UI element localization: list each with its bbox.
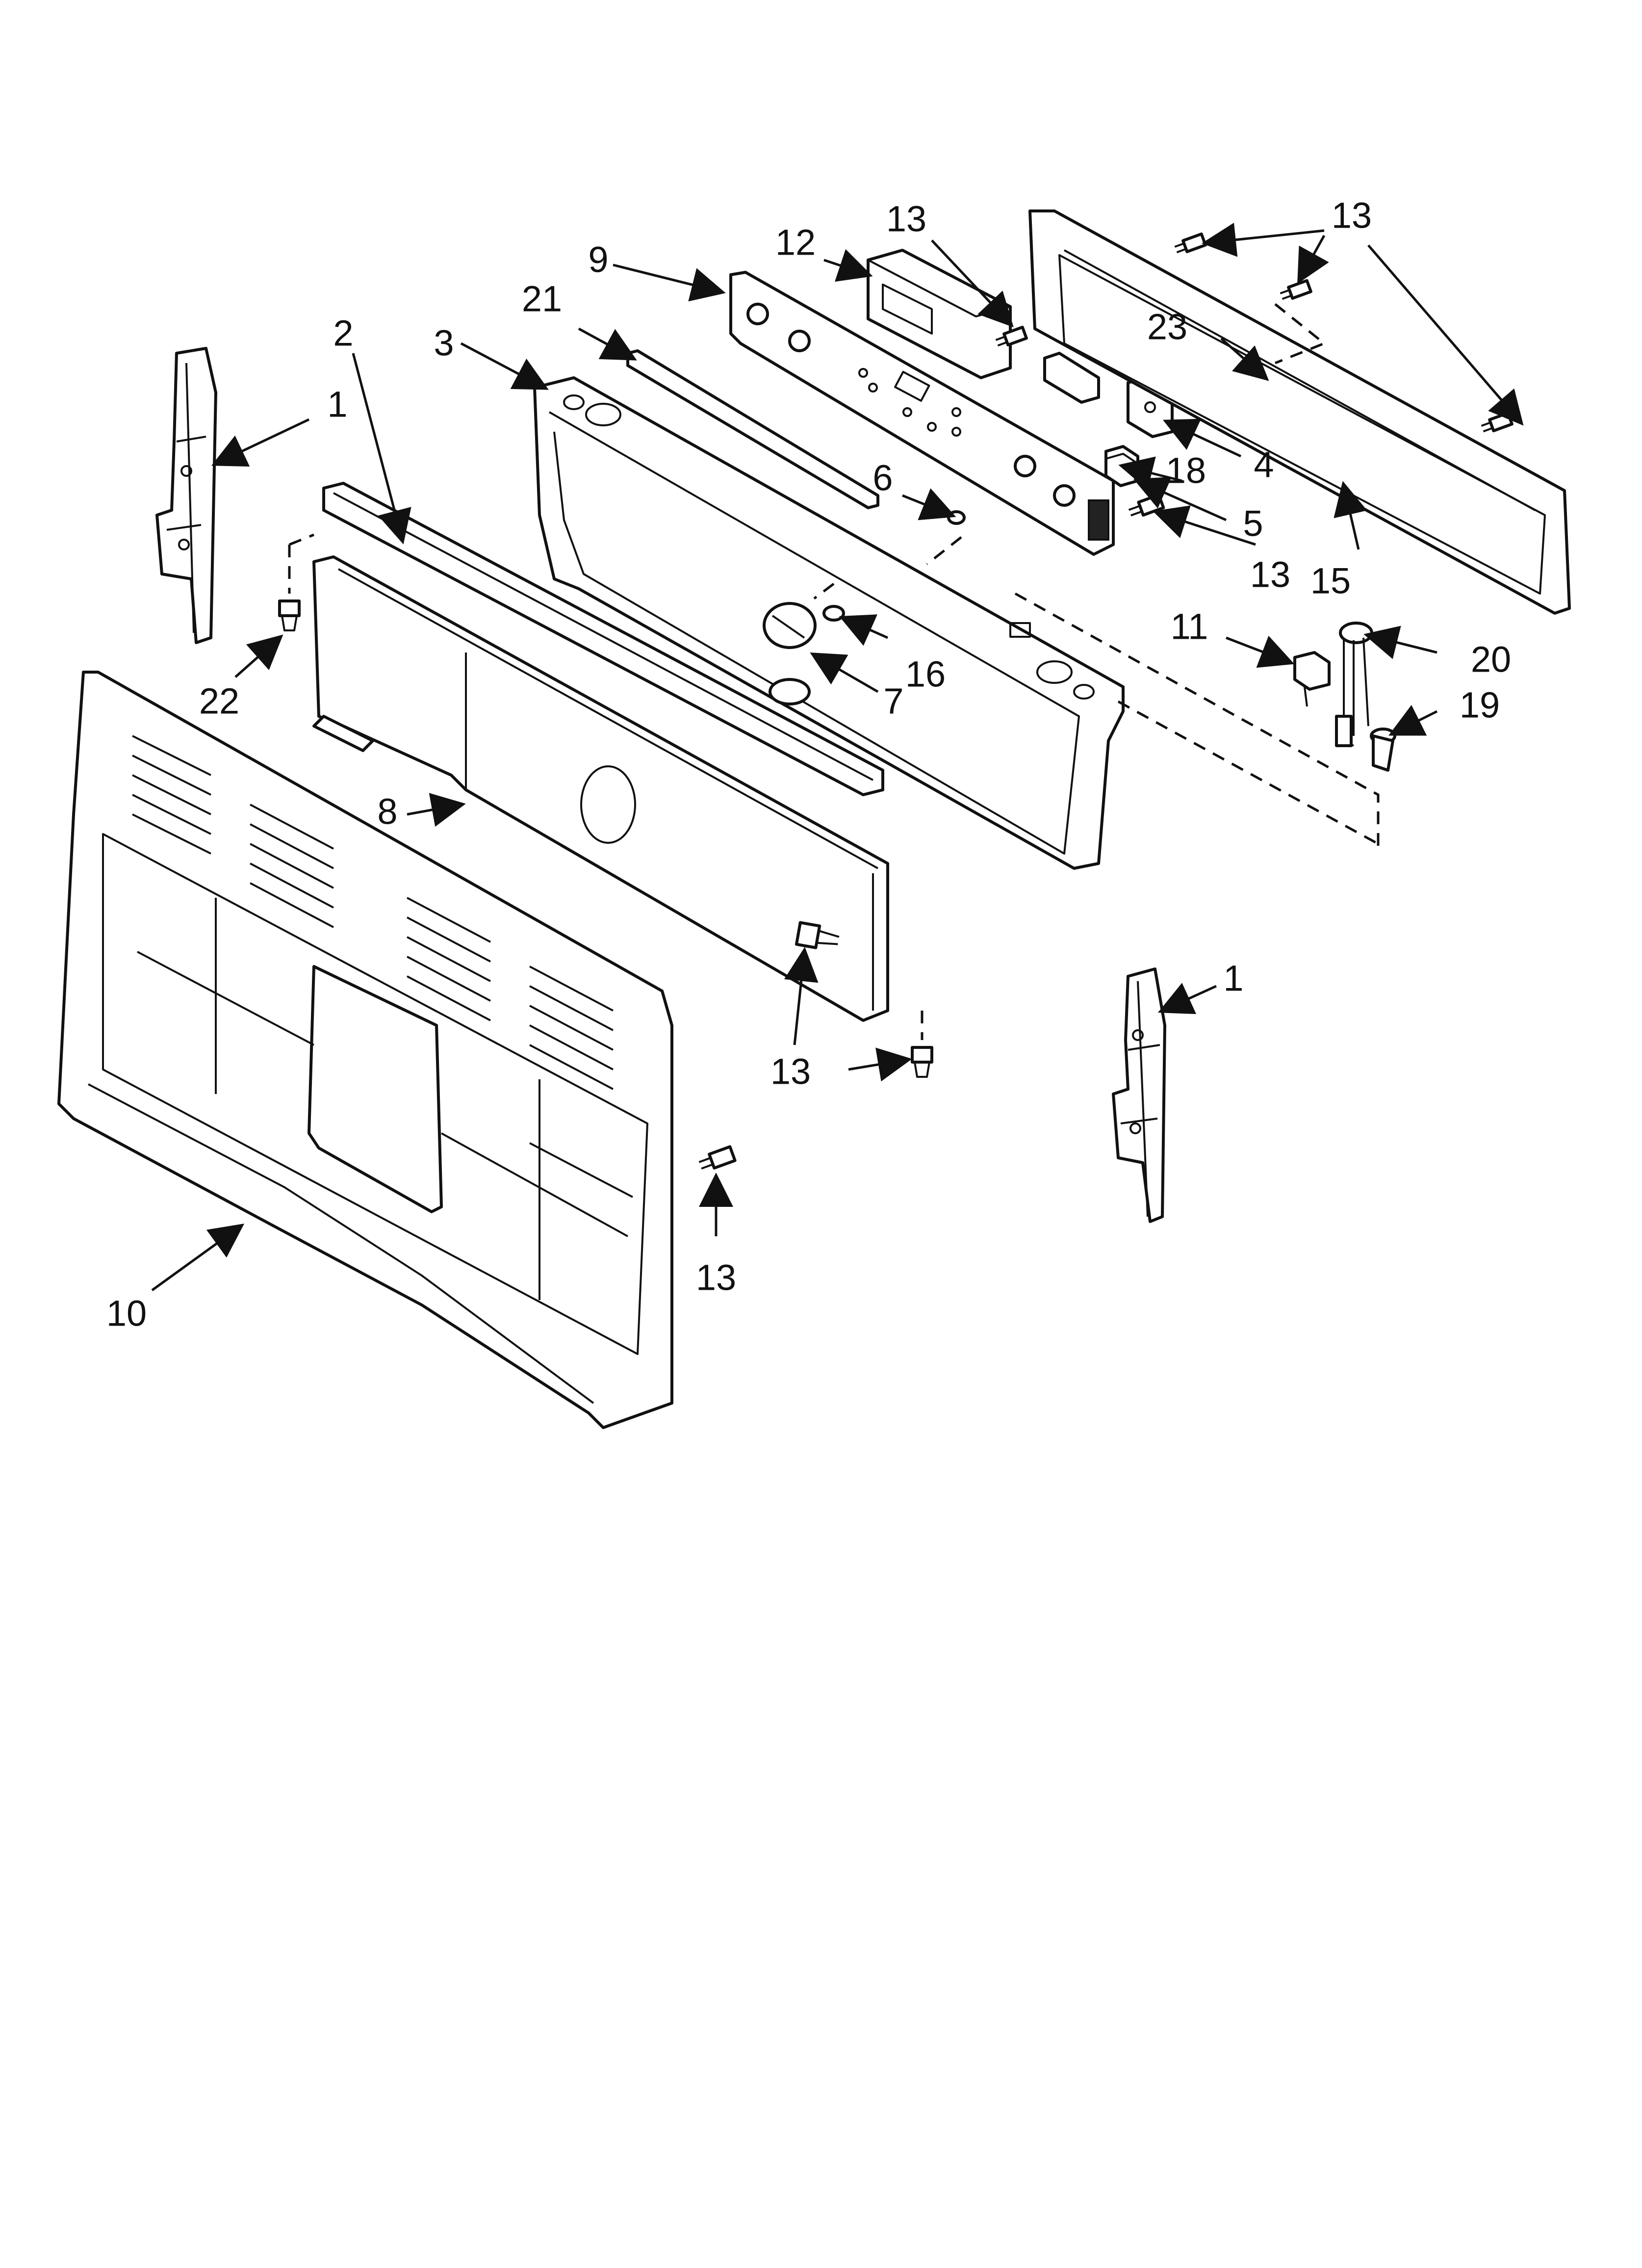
screw-6	[947, 510, 966, 525]
callout-16: 16	[905, 654, 946, 695]
callout-11: 11	[1171, 606, 1208, 647]
callout-3: 3	[434, 323, 454, 364]
trim-strip	[626, 349, 879, 509]
assembly-lines	[288, 303, 1380, 1040]
callout-2: 2	[333, 313, 353, 354]
connector	[1370, 728, 1396, 772]
right-side-bracket	[1112, 967, 1166, 1223]
callout-7: 7	[883, 681, 903, 722]
callout-23: 23	[1147, 307, 1187, 347]
callout-10: 10	[106, 1293, 147, 1334]
callout-1-right: 1	[1223, 958, 1243, 999]
rear-vent-panel	[57, 671, 673, 1429]
leader-lines	[151, 222, 1524, 1292]
callout-21: 21	[522, 279, 562, 319]
screw-13-panel	[1128, 493, 1165, 517]
callout-9: 9	[588, 239, 608, 280]
control-panel	[729, 271, 1115, 556]
support-panel	[312, 555, 889, 1022]
switch-assembly	[1104, 445, 1139, 487]
callout-labels: 1 1 2 3 4 5 6 7 8 9 10 11 12 13 13 13 13…	[106, 195, 1511, 1334]
screw-13-lower	[911, 1046, 933, 1078]
screw-16	[822, 605, 845, 622]
callout-4: 4	[1254, 444, 1274, 485]
screw-13-board	[995, 325, 1028, 347]
callout-22: 22	[199, 681, 239, 722]
callout-18: 18	[1166, 450, 1206, 491]
knob	[763, 602, 817, 705]
screw-13-top-c	[1481, 411, 1514, 433]
console-frame	[533, 376, 1125, 870]
callout-19: 19	[1460, 685, 1500, 726]
callout-13-top-right: 13	[1332, 195, 1372, 236]
callout-15: 15	[1310, 561, 1351, 601]
callout-8: 8	[377, 791, 397, 832]
screw-13-bottom	[698, 1145, 737, 1170]
callout-13-panel: 13	[1250, 554, 1290, 595]
callout-13-lower: 13	[770, 1051, 811, 1092]
screw-13-mid	[795, 921, 840, 949]
touch-pad	[1043, 352, 1100, 404]
temp-sensor	[1335, 622, 1373, 747]
screw-13-top-b	[1280, 279, 1312, 300]
back-guard	[1028, 209, 1571, 615]
screw-13-top-a	[1174, 232, 1207, 254]
left-side-bracket	[155, 347, 217, 644]
callout-1-left: 1	[327, 384, 347, 425]
callout-12: 12	[775, 222, 816, 263]
callout-20: 20	[1471, 639, 1511, 680]
callout-13-top-mid: 13	[886, 199, 926, 239]
door-switch	[1293, 651, 1331, 707]
screw-22	[278, 600, 301, 631]
callout-13-bottom: 13	[696, 1257, 736, 1298]
callout-5: 5	[1243, 503, 1263, 544]
callout-6: 6	[872, 458, 893, 498]
top-rail	[322, 482, 884, 796]
